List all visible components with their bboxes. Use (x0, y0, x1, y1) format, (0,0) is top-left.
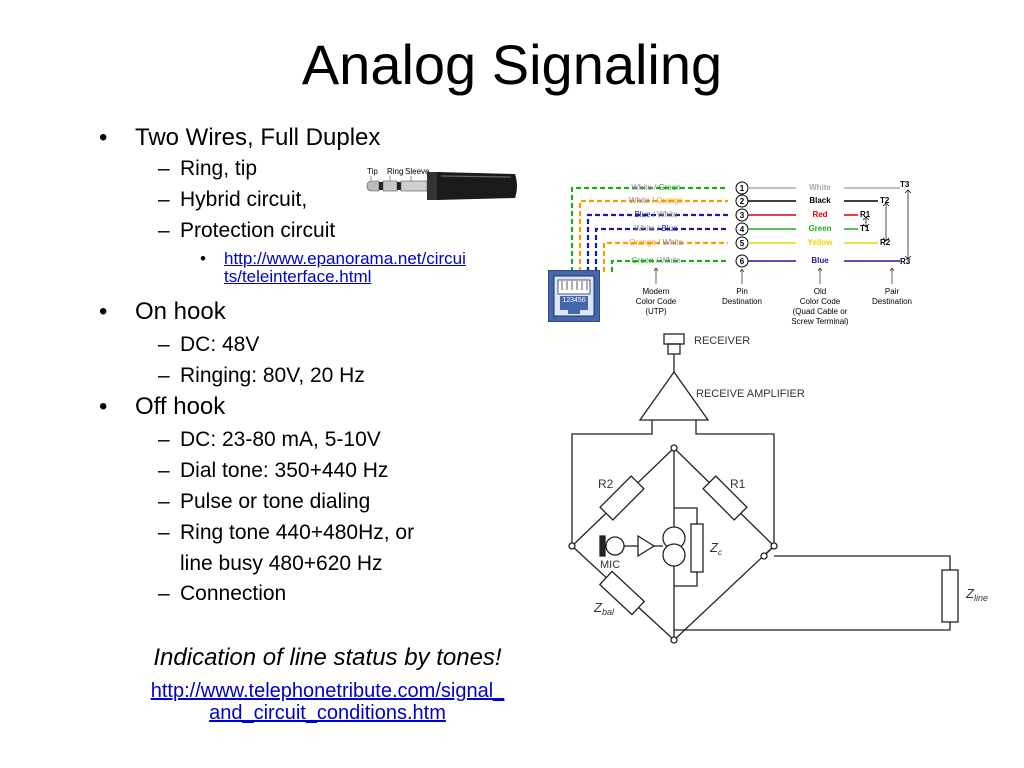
svg-text:3: 3 (740, 211, 745, 220)
svg-text:RECEIVER: RECEIVER (694, 335, 750, 347)
svg-text:Black: Black (809, 196, 831, 205)
bullet-two-wires: •Two Wires, Full Duplex (99, 124, 381, 151)
audio-plug-image: Tip Ring Sleeve (366, 167, 517, 200)
svg-text:Blue: Blue (811, 256, 829, 265)
svg-text:RECEIVE AMPLIFIER: RECEIVE AMPLIFIER (696, 388, 805, 400)
telephonetribute-link[interactable]: http://www.telephonetribute.com/signal_a… (150, 680, 505, 724)
svg-text:R3: R3 (900, 257, 911, 266)
svg-text:Green: Green (808, 224, 831, 233)
bullet-dial-tone: –Dial tone: 350+440 Hz (158, 459, 389, 482)
svg-text:Yellow: Yellow (808, 238, 834, 247)
svg-text:Orange / White: Orange / White (629, 238, 683, 247)
svg-text:5: 5 (740, 239, 745, 248)
svg-text:Color Code: Color Code (800, 297, 841, 306)
svg-text:Ring: Ring (387, 167, 403, 176)
svg-text:123456: 123456 (562, 297, 585, 304)
bullet-hybrid-circuit: –Hybrid circuit, (158, 188, 308, 211)
svg-text:R1: R1 (860, 210, 871, 219)
svg-text:4: 4 (740, 225, 745, 234)
svg-text:2: 2 (740, 197, 745, 206)
svg-text:Destination: Destination (872, 297, 912, 306)
svg-text:T1: T1 (860, 224, 870, 233)
svg-text:Tip: Tip (367, 167, 378, 176)
svg-text:T3: T3 (900, 180, 910, 189)
bullet-dc-current: –DC: 23-80 mA, 5-10V (158, 428, 381, 451)
bullet-ringing: –Ringing: 80V, 20 Hz (158, 364, 365, 387)
svg-text:R2: R2 (598, 477, 614, 491)
bullet-ring-tip: –Ring, tip (158, 157, 258, 180)
bullet-off-hook: •Off hook (99, 393, 226, 420)
svg-text:Blue / White: Blue / White (634, 210, 678, 219)
svg-text:Sleeve: Sleeve (405, 167, 430, 176)
svg-text:Screw Terminal): Screw Terminal) (791, 317, 849, 326)
svg-text:Red: Red (812, 210, 827, 219)
svg-text:Zbal: Zbal (593, 600, 615, 617)
svg-text:Pin: Pin (736, 287, 748, 296)
bullet-dialing: –Pulse or tone dialing (158, 490, 371, 513)
svg-text:White / Orange: White / Orange (629, 196, 683, 205)
telephonetribute-link-block[interactable]: http://www.telephonetribute.com/signal_a… (0, 680, 655, 724)
svg-text:Pair: Pair (885, 287, 900, 296)
rj-jack-icon: 123456 (548, 270, 600, 322)
svg-text:(UTP): (UTP) (645, 307, 667, 316)
svg-text:Color Code: Color Code (636, 297, 677, 306)
svg-text:T2: T2 (880, 196, 890, 205)
svg-text:Destination: Destination (722, 297, 762, 306)
bullet-ring-tone: –Ring tone 440+480Hz, or (158, 521, 415, 544)
bullet-line-busy: line busy 480+620 Hz (180, 552, 383, 575)
svg-text:1: 1 (740, 184, 745, 193)
svg-text:White / Blue: White / Blue (634, 224, 678, 233)
indication-text: Indication of line status by tones! (153, 644, 502, 671)
svg-text:White: White (809, 183, 831, 192)
svg-text:Old: Old (814, 287, 826, 296)
svg-text:Zline: Zline (965, 586, 988, 603)
svg-text:Green / White: Green / White (631, 256, 681, 265)
hybrid-circuit-diagram: RECEIVER RECEIVE AMPLIFIER R2 R1 MIC Zc … (568, 333, 988, 644)
svg-text:6: 6 (740, 257, 745, 266)
bullet-connection: –Connection (158, 582, 287, 605)
svg-text:R1: R1 (730, 477, 746, 491)
svg-text:MIC: MIC (600, 559, 620, 571)
svg-text:Modern: Modern (642, 287, 669, 296)
slide-title: Analog Signaling (301, 33, 723, 96)
svg-text:Zc: Zc (709, 540, 722, 557)
svg-text:R2: R2 (880, 238, 891, 247)
bullet-protection-circuit: –Protection circuit (158, 219, 336, 242)
svg-text:(Quad Cable or: (Quad Cable or (793, 307, 848, 316)
bullet-on-hook: •On hook (99, 298, 226, 325)
wiring-chart: White / Green White / Orange Blue / Whit… (567, 180, 912, 326)
bullet-dc-48v: –DC: 48V (158, 333, 260, 356)
svg-text:White / Green: White / Green (631, 183, 680, 192)
